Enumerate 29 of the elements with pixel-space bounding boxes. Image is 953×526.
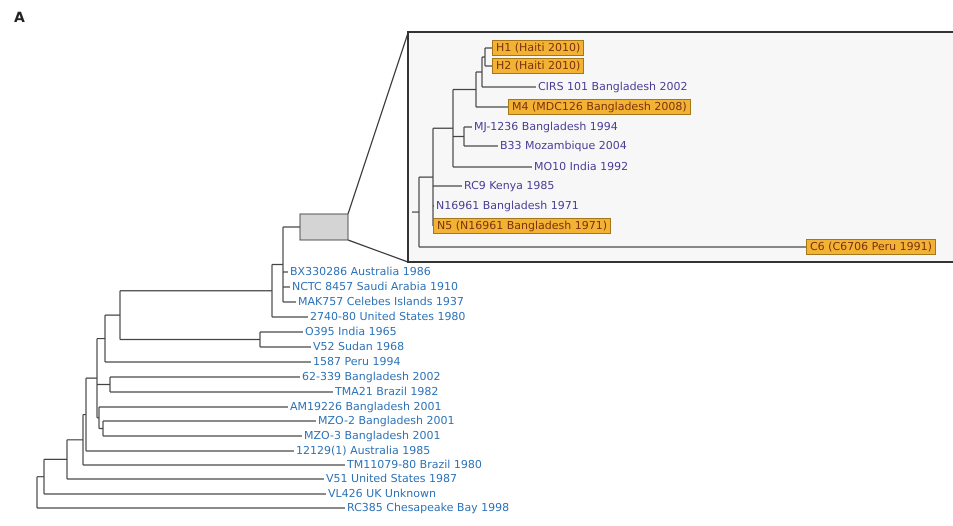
taxon-label: V52 Sudan 1968 bbox=[313, 340, 404, 353]
taxon-label: V51 United States 1987 bbox=[326, 472, 457, 485]
taxon-label: MZO-3 Bangladesh 2001 bbox=[304, 429, 440, 442]
highlighted-taxon-label: N5 (N16961 Bangladesh 1971) bbox=[433, 218, 612, 234]
taxon-label: RC385 Chesapeake Bay 1998 bbox=[347, 501, 510, 514]
taxon-label: N16961 Bangladesh 1971 bbox=[436, 199, 579, 212]
taxon-label: B33 Mozambique 2004 bbox=[500, 139, 627, 152]
taxon-label: CIRS 101 Bangladesh 2002 bbox=[538, 80, 688, 93]
highlighted-taxon-label: H1 (Haiti 2010) bbox=[492, 40, 584, 56]
highlighted-taxon-label: C6 (C6706 Peru 1991) bbox=[806, 239, 936, 255]
highlighted-taxon-label: H2 (Haiti 2010) bbox=[492, 58, 584, 74]
taxon-label: 62-339 Bangladesh 2002 bbox=[302, 370, 440, 383]
taxon-label: 12129(1) Australia 1985 bbox=[296, 444, 430, 457]
highlighted-taxon-label: M4 (MDC126 Bangladesh 2008) bbox=[508, 99, 691, 115]
taxon-label: TMA21 Brazil 1982 bbox=[335, 385, 438, 398]
taxon-label: RC9 Kenya 1985 bbox=[464, 179, 554, 192]
taxon-label: 2740-80 United States 1980 bbox=[310, 310, 466, 323]
taxon-label: MO10 India 1992 bbox=[534, 160, 628, 173]
taxon-label: TM11079-80 Brazil 1980 bbox=[347, 458, 482, 471]
taxon-label: VL426 UK Unknown bbox=[328, 487, 436, 500]
taxon-label: AM19226 Bangladesh 2001 bbox=[290, 400, 442, 413]
taxon-label: NCTC 8457 Saudi Arabia 1910 bbox=[292, 280, 458, 293]
taxon-label: MZO-2 Bangladesh 2001 bbox=[318, 414, 454, 427]
taxon-label: BX330286 Australia 1986 bbox=[290, 265, 431, 278]
panel-letter: A bbox=[14, 12, 25, 25]
taxon-label: O395 India 1965 bbox=[305, 325, 397, 338]
taxon-label: MJ-1236 Bangladesh 1994 bbox=[474, 120, 618, 133]
taxon-label: MAK757 Celebes Islands 1937 bbox=[298, 295, 464, 308]
taxon-label: 1587 Peru 1994 bbox=[313, 355, 400, 368]
